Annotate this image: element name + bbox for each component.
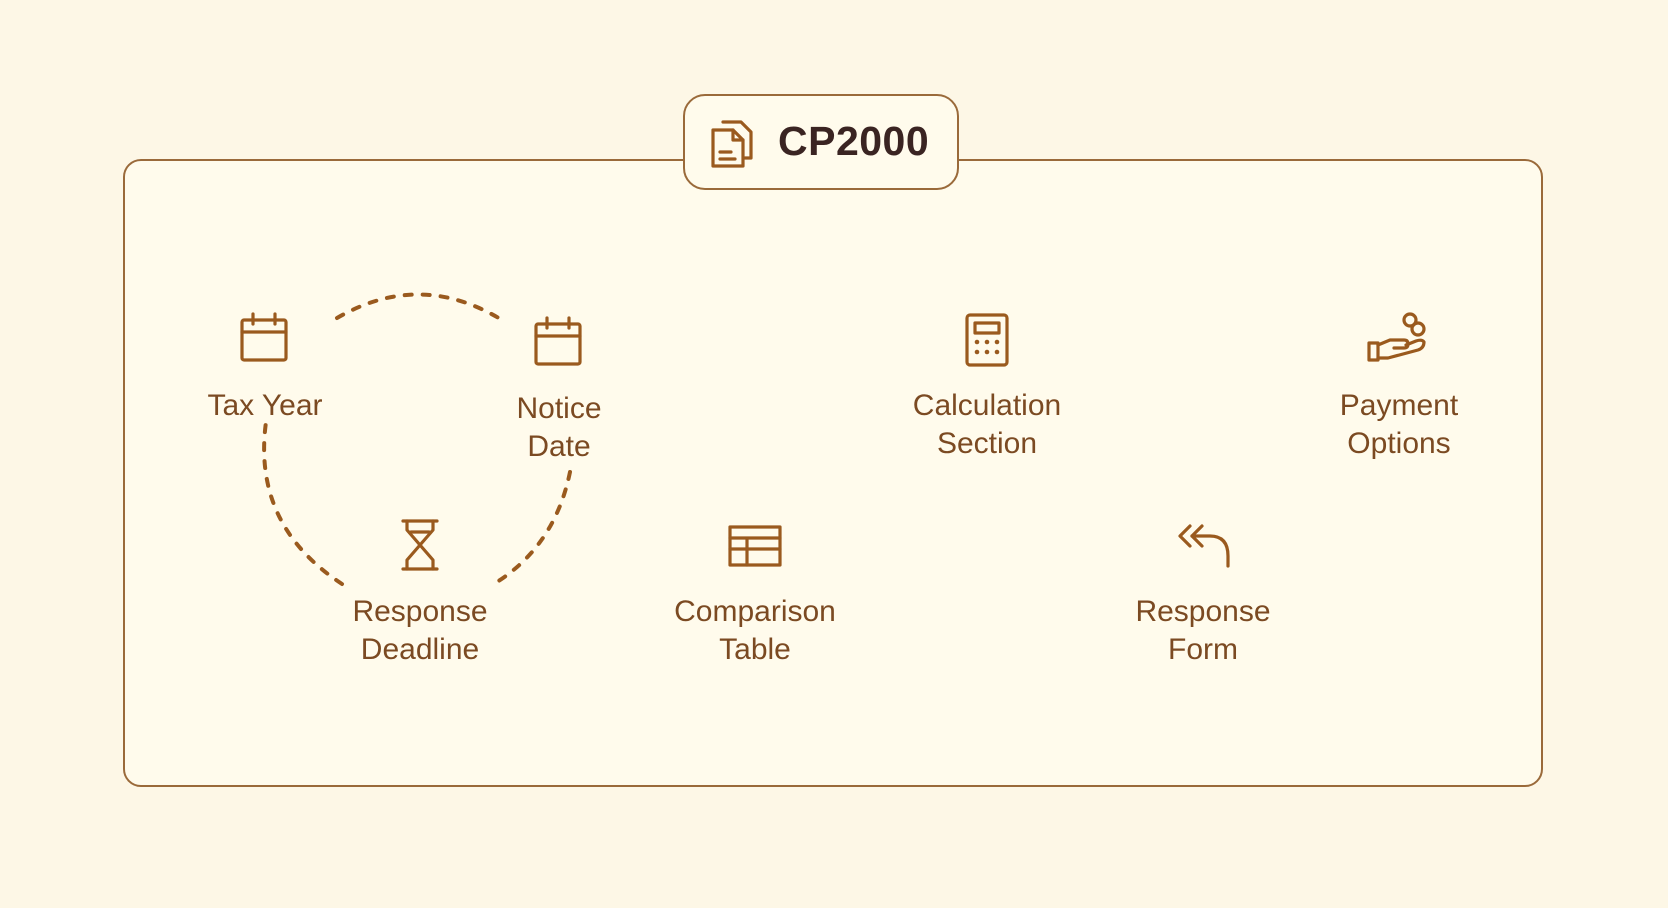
calendar-icon — [534, 316, 582, 366]
node-label: Payment Options — [1339, 389, 1459, 460]
cp2000-panel — [123, 159, 1543, 787]
hand-coins-icon — [1367, 312, 1426, 362]
hourglass-icon — [401, 519, 439, 571]
diagram-title: CP2000 — [778, 118, 930, 164]
documents-icon — [711, 120, 753, 168]
node-label: Calculation Section — [912, 389, 1062, 460]
node-label: Response Deadline — [352, 595, 488, 666]
calendar-icon — [240, 312, 288, 362]
node-label: Notice Date — [516, 392, 602, 463]
node-label: Tax Year — [207, 389, 323, 422]
title-badge: CP2000 — [683, 94, 959, 190]
node-label: Response Form — [1135, 595, 1271, 666]
table-icon — [728, 525, 782, 567]
node-label: Comparison Table — [674, 595, 836, 666]
reply-all-icon — [1178, 524, 1230, 568]
calculator-icon — [965, 313, 1009, 367]
